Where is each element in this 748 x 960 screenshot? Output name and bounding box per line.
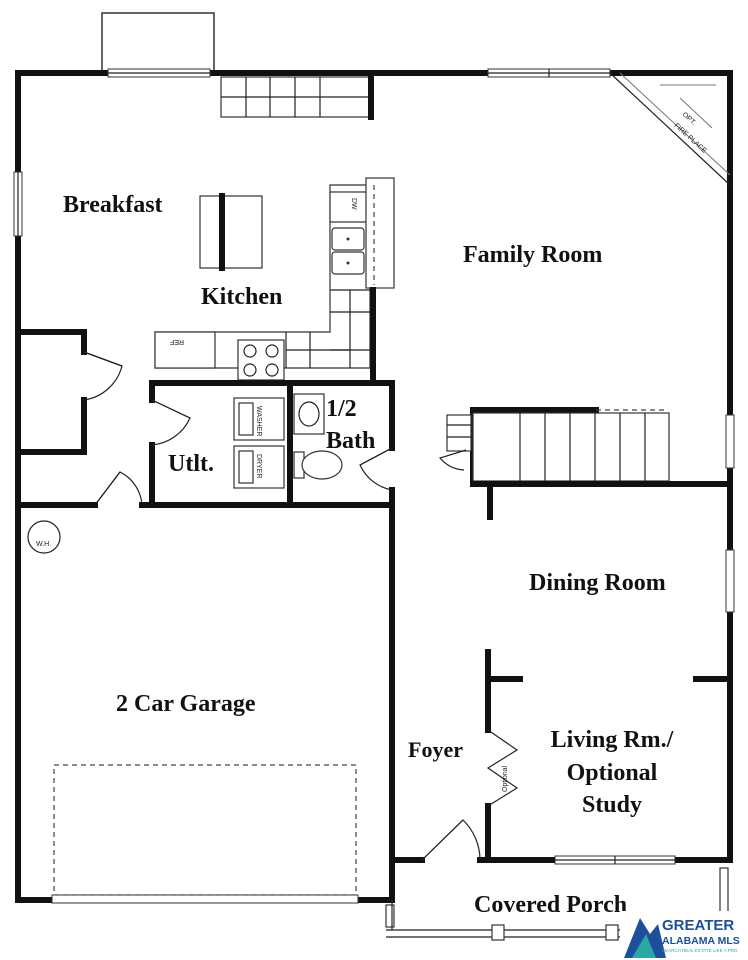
dining-room-label: Dining Room — [529, 570, 666, 596]
logo-line-2: ALABAMA MLS — [662, 935, 740, 947]
logo-line-1: GREATER — [662, 917, 734, 934]
utility-walls — [15, 380, 395, 508]
front-door — [421, 819, 481, 861]
garage-details: W.H. — [27, 520, 359, 904]
pantry-walls — [15, 329, 143, 506]
dishwasher-label: DW — [350, 198, 357, 210]
study-walls: Optional — [485, 649, 733, 863]
rear-landing — [101, 12, 215, 72]
exterior-walls — [15, 70, 733, 903]
covered-porch-label: Covered Porch — [474, 892, 627, 918]
half-bath-label-2: Bath — [326, 428, 375, 454]
refrigerator-label: REF — [170, 338, 184, 345]
living-room-label-3: Study — [582, 792, 642, 818]
fireplace: OPT. FIRE PLACE — [609, 72, 731, 186]
washer-dryer: WASHER DRYER — [233, 397, 285, 489]
dryer-label: DRYER — [255, 454, 262, 478]
kitchen-label: Kitchen — [201, 284, 282, 310]
fireplace-label-2: FIRE PLACE — [673, 122, 708, 155]
half-bath-label-1: 1/2 — [326, 396, 357, 422]
water-heater-label: W.H. — [36, 541, 51, 548]
kitchen-island — [199, 193, 263, 271]
family-room-label: Family Room — [463, 242, 602, 268]
washer-label: WASHER — [255, 406, 262, 436]
utility-label: Utlt. — [168, 451, 214, 477]
bath-fixtures — [293, 393, 343, 480]
optional-door-label: Optional — [502, 765, 509, 792]
logo-line-3: SEARCH REAL ESTATE LIKE A PRO — [662, 948, 738, 953]
kitchen-counters: DW REF — [154, 177, 395, 381]
living-room-label-1: Living Rm./ — [551, 727, 674, 753]
foyer-label: Foyer — [408, 737, 463, 762]
fireplace-label-1: OPT. — [681, 111, 697, 127]
upper-cabinets — [220, 70, 374, 120]
living-room-label-2: Optional — [567, 760, 658, 786]
garage-label: 2 Car Garage — [116, 691, 256, 717]
breakfast-label: Breakfast — [63, 192, 163, 218]
mls-logo: GREATER ALABAMA MLS SEARCH REAL ESTATE L… — [620, 911, 748, 960]
staircase — [438, 407, 733, 520]
